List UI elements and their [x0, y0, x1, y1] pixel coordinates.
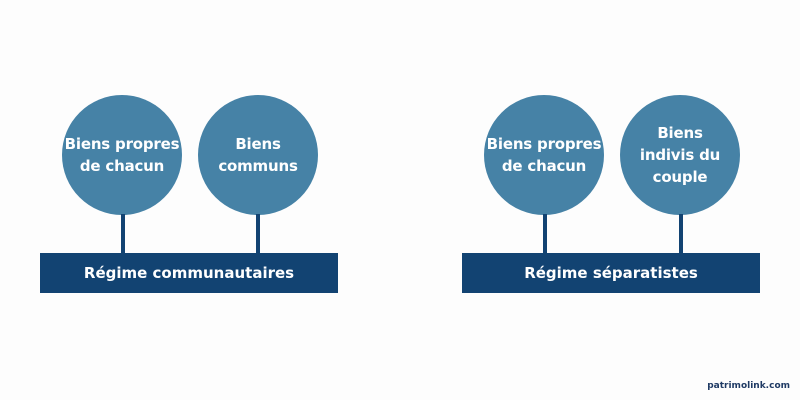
circle-biens-communs: Biens communs	[198, 95, 318, 215]
circle-label: Biens propres de chacun	[64, 135, 180, 175]
circle-biens-propres-right: Biens propres de chacun	[484, 95, 604, 215]
base-bar-separatiste: Régime séparatistes	[462, 253, 760, 293]
base-label: Régime séparatistes	[524, 264, 698, 282]
connector-line	[256, 214, 260, 254]
connector-line	[543, 214, 547, 254]
base-bar-communautaire: Régime communautaires	[40, 253, 338, 293]
circle-label: Biens propres de chacun	[486, 135, 602, 175]
base-label: Régime communautaires	[83, 264, 295, 282]
circle-biens-indivis: Biens indivis du couple	[620, 95, 740, 215]
brand-watermark: patrimolink.com	[707, 381, 790, 391]
circle-label: Biens communs	[218, 135, 298, 175]
circle-label: Biens indivis du couple	[639, 124, 721, 186]
connector-line	[121, 214, 125, 254]
circle-biens-propres-left: Biens propres de chacun	[62, 95, 182, 215]
connector-line	[679, 214, 683, 254]
